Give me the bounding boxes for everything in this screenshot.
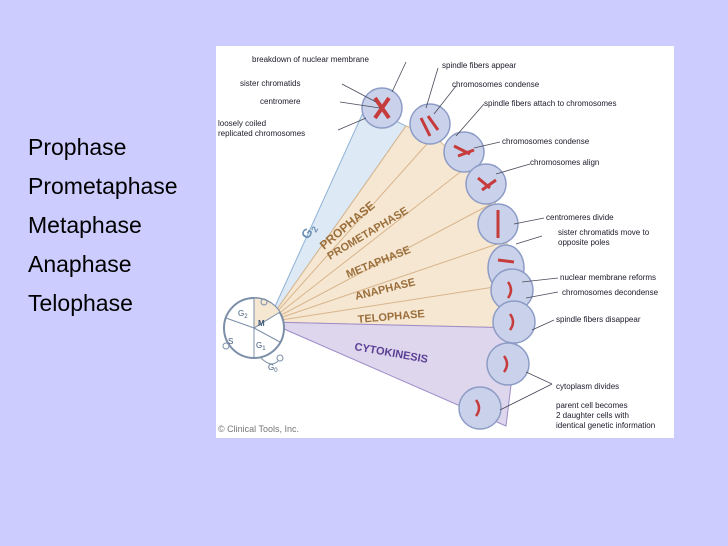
label-parent-2: 2 daughter cells with	[556, 411, 629, 420]
cell-daughter-lower	[458, 386, 502, 430]
label-loosely-coiled-2: replicated chromosomes	[218, 129, 305, 138]
label-breakdown: breakdown of nuclear membrane	[252, 55, 370, 64]
cell-daughter-upper	[486, 342, 530, 386]
phase-list-item-telophase: Telophase	[28, 290, 133, 316]
cell-cycle-wheel: G2 M S G1 G0	[222, 297, 285, 374]
label-sister-chromatids: sister chromatids	[240, 79, 300, 88]
pointer-lines	[337, 61, 559, 411]
wedge-label-g2: G2	[298, 221, 320, 243]
wedge-label-telophase: TELOPHASE	[357, 308, 425, 326]
cycle-label-g2: G2	[238, 309, 248, 320]
label-chrom-align: chromosomes align	[530, 158, 599, 167]
cell-prometaphase	[443, 131, 485, 173]
label-nuclear-reform: nuclear membrane reforms	[560, 273, 656, 282]
phase-list-item-metaphase: Metaphase	[28, 212, 142, 238]
cycle-label-s: S	[228, 337, 233, 346]
label-loosely-coiled-1: loosely coiled	[218, 119, 266, 128]
wedge-divider-4	[267, 240, 507, 323]
label-sister-move-1: sister chromatids move to	[558, 228, 650, 237]
phase-list-item-prometaphase: Prometaphase	[28, 173, 178, 199]
cycle-label-m: M	[258, 319, 265, 328]
wedge-divider-3	[267, 203, 492, 323]
label-parent-3: identical genetic information	[556, 421, 655, 430]
label-cytoplasm-divides: cytoplasm divides	[556, 382, 619, 391]
cycle-label-g0: G0	[268, 363, 278, 374]
label-chrom-condense-2: chromosomes condense	[502, 137, 590, 146]
cell-telophase-lower	[492, 300, 536, 344]
label-parent-1: parent cell becomes	[556, 401, 628, 410]
wedge-divider-5	[267, 283, 515, 323]
cell-prometaphase-late	[465, 163, 507, 205]
label-centromeres-divide: centromeres divide	[546, 213, 614, 222]
label-spindle-attach: spindle fibers attach to chromosomes	[484, 99, 617, 108]
cell-metaphase	[477, 203, 519, 245]
copyright-text: © Clinical Tools, Inc.	[218, 424, 299, 434]
wedge-divider-1	[267, 135, 435, 323]
label-centromere: centromere	[260, 97, 301, 106]
phase-list-item-anaphase: Anaphase	[28, 251, 132, 277]
cycle-label-g1: G1	[256, 341, 266, 352]
cell-cycle-diagram: G2 PROPHASE PROMETAPHASE METAPHASE ANAPH…	[216, 46, 674, 438]
cell-interphase	[361, 87, 403, 129]
cell-prophase	[409, 103, 451, 145]
phase-list: Prophase Prometaphase Metaphase Anaphase…	[28, 128, 178, 323]
label-spindle-appear: spindle fibers appear	[442, 61, 517, 70]
annotation-labels: breakdown of nuclear membrane sister chr…	[218, 55, 659, 430]
label-chrom-decondense: chromosomes decondense	[562, 288, 659, 297]
wedge-divider-2	[267, 165, 469, 323]
phase-list-item-prophase: Prophase	[28, 134, 127, 160]
label-sister-move-2: opposite poles	[558, 238, 610, 247]
label-chrom-condense-1: chromosomes condense	[452, 80, 540, 89]
label-spindle-disappear: spindle fibers disappear	[556, 315, 641, 324]
